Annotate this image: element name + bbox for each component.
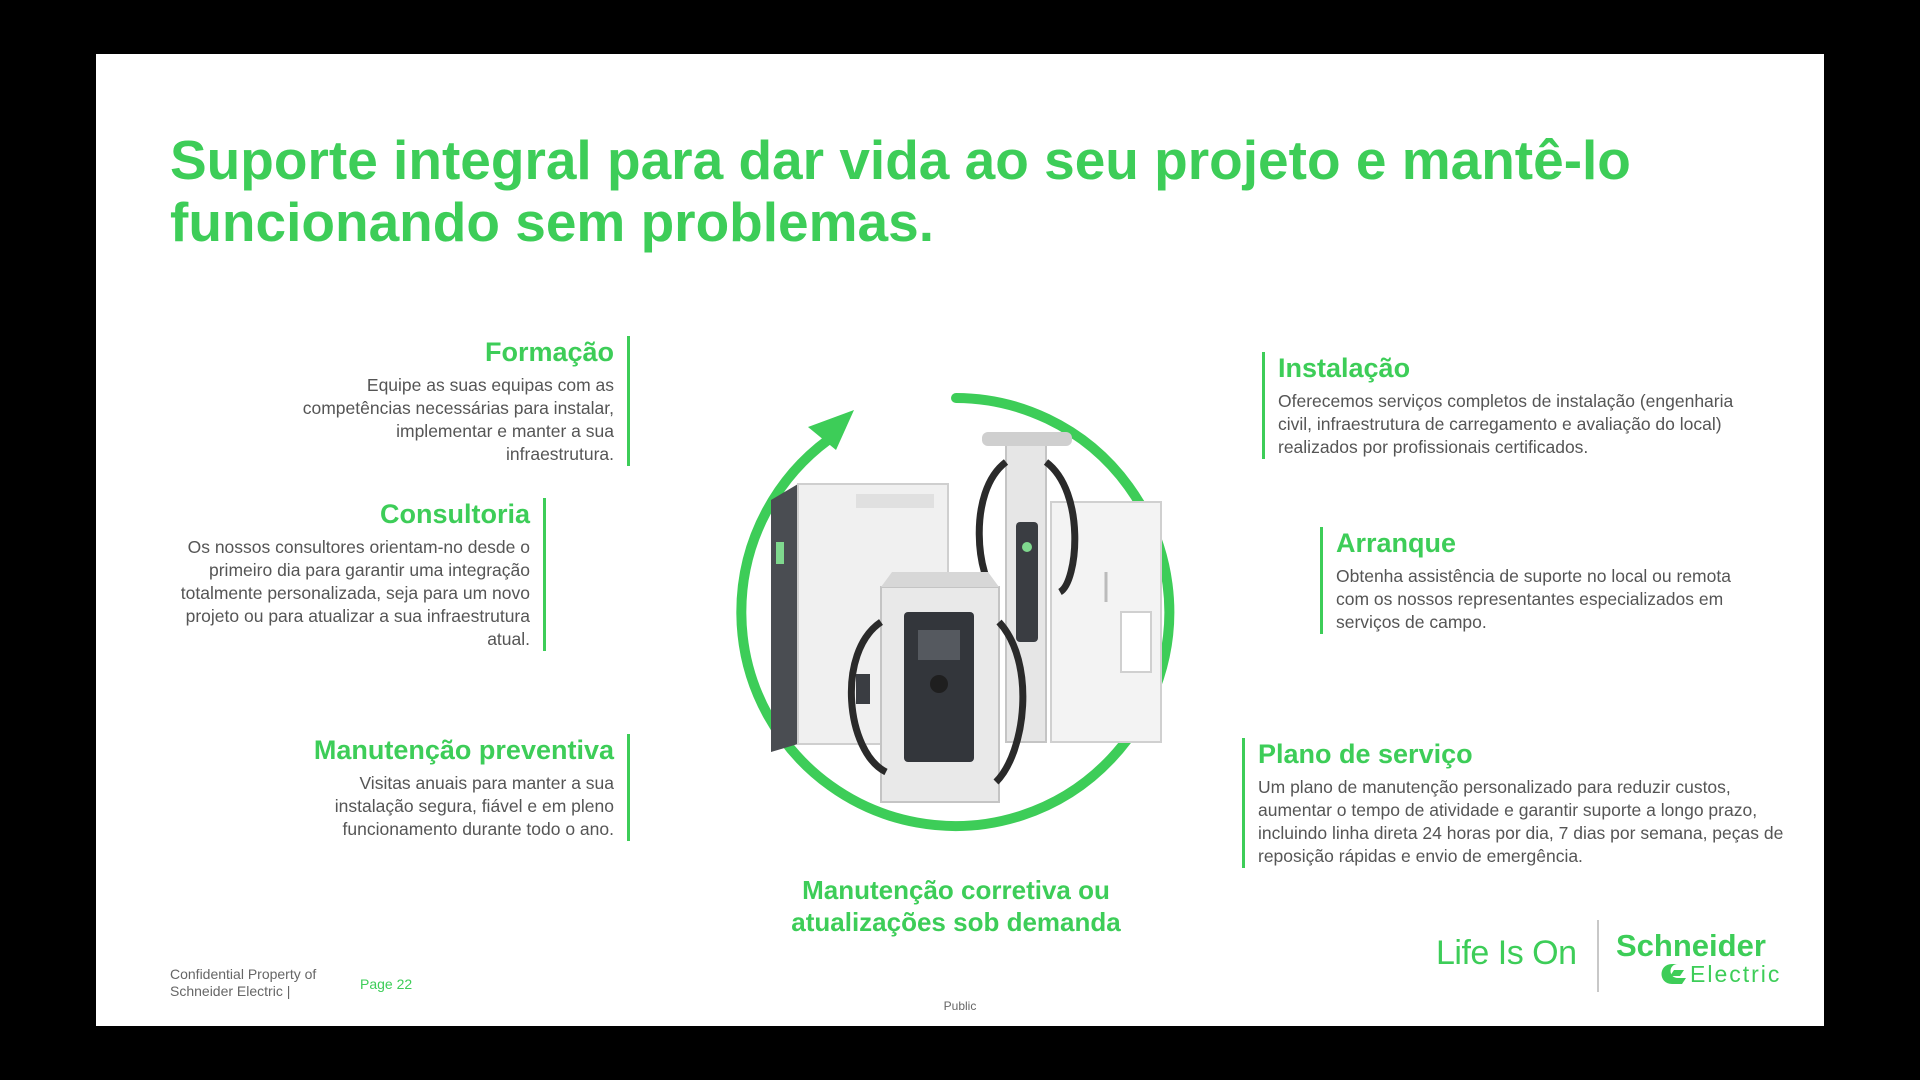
page-number: Page 22 [360, 976, 413, 992]
corrective-line-1: Manutenção corretiva ou [802, 875, 1110, 905]
service-title: Consultoria [379, 499, 530, 529]
service-title: Arranque [1336, 528, 1457, 558]
logo-line-2: Electric [1690, 961, 1781, 986]
service-title: Instalação [1278, 353, 1411, 383]
slide-title: Suporte integral para dar vida ao seu pr… [170, 129, 1730, 253]
brand-tagline: Life Is On [1436, 934, 1577, 972]
service-manutencao-corretiva: Manutenção corretiva ou atualizações sob… [696, 874, 1216, 938]
service-formacao: Formação Equipe as suas equipas com as c… [296, 336, 630, 466]
svg-text:Electric: Electric [1690, 961, 1781, 986]
title-line-1: Suporte integral para dar vida ao seu pr… [170, 129, 1631, 191]
service-description: Equipe as suas equipas com as competênci… [302, 375, 614, 464]
slide: Suporte integral para dar vida ao seu pr… [96, 54, 1824, 1026]
logo-mark-icon [1661, 964, 1686, 984]
service-description: Os nossos consultores orientam-no desde … [180, 537, 530, 649]
service-instalacao: Instalação Oferecemos serviços completos… [1262, 352, 1738, 459]
service-description: Visitas anuais para manter a sua instala… [334, 773, 614, 839]
service-description: Obtenha assistência de suporte no local … [1336, 566, 1731, 632]
logo-line-1: Schneider [1616, 928, 1766, 963]
service-manutencao-preventiva: Manutenção preventiva Visitas anuais par… [296, 734, 630, 841]
svg-text:Schneider: Schneider [1616, 928, 1766, 963]
ev-charger-illustration [771, 432, 1162, 803]
confidential-notice: Confidential Property of Schneider Elect… [170, 966, 317, 999]
service-title: Plano de serviço [1258, 739, 1473, 769]
service-consultoria: Consultoria Os nossos consultores orient… [142, 498, 546, 651]
charger-cycle-graphic [716, 372, 1196, 852]
logo-divider [1597, 920, 1599, 992]
service-description: Um plano de manutenção personalizado par… [1258, 777, 1784, 866]
service-description: Oferecemos serviços completos de instala… [1278, 391, 1734, 457]
service-arranque: Arranque Obtenha assistência de suporte … [1320, 527, 1736, 634]
title-line-2: funcionando sem problemas. [170, 191, 935, 253]
service-plano-de-servico: Plano de serviço Um plano de manutenção … [1242, 738, 1788, 868]
schneider-electric-logo: Schneider Electric [1616, 928, 1781, 986]
service-title: Manutenção preventiva [313, 735, 614, 765]
circular-arrow-icon [736, 393, 1175, 831]
corrective-line-2: atualizações sob demanda [791, 907, 1121, 937]
service-title: Formação [484, 337, 614, 367]
classification-label: Public [943, 999, 977, 1013]
